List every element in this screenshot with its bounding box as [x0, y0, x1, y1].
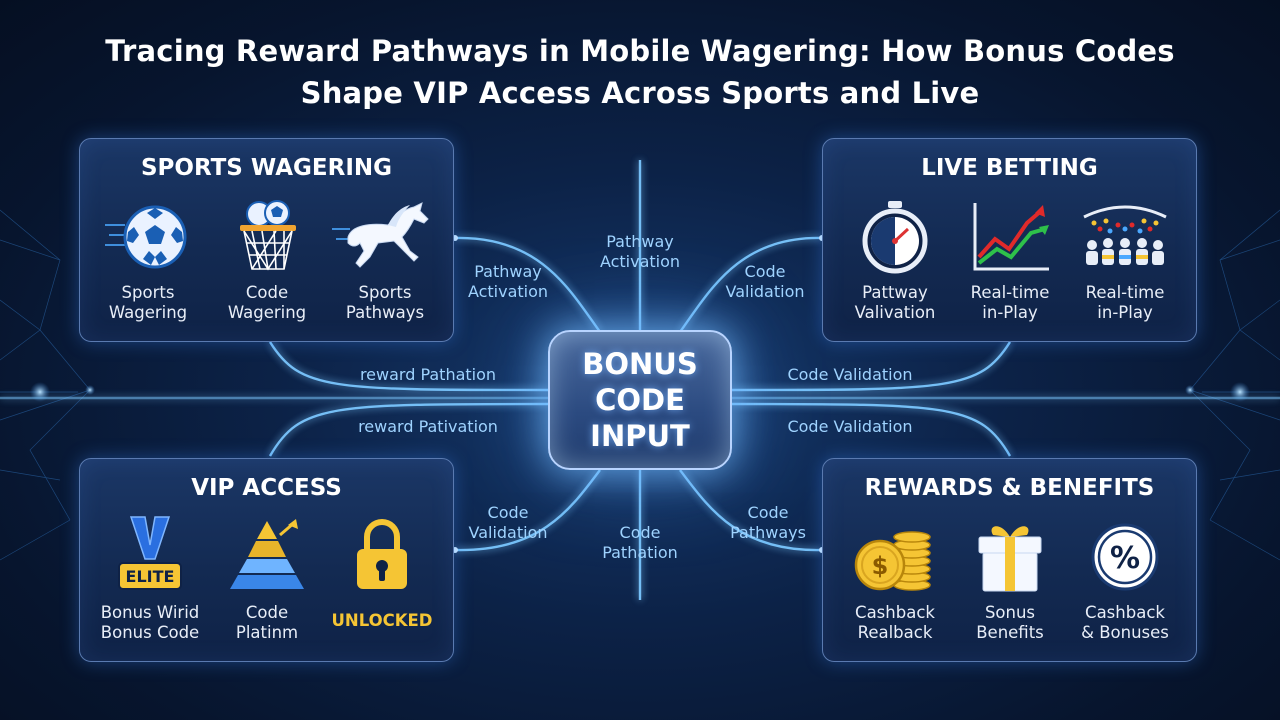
live-betting-panel: LIVE BETTING Pattway Valivation Real-tim…	[822, 138, 1197, 342]
item-label: Cashback Realback	[855, 603, 935, 642]
gift-box-icon	[978, 526, 1042, 592]
item-label: Code Wagering	[227, 283, 307, 322]
connector-label-right-mid-2: Code Validation	[787, 417, 913, 436]
connector-label-top-center: Pathway Activation	[599, 232, 681, 271]
panel-title: VIP ACCESS	[191, 475, 342, 501]
connector-label-left-bottom: Code Validation	[468, 503, 548, 542]
real-time-item-2: Real-time in-Play	[1065, 199, 1185, 323]
item-label: Real-time in-Play	[970, 283, 1050, 322]
sports-wagering-panel: SPORTS WAGERING Sports Wagering	[79, 138, 454, 342]
panel-title: SPORTS WAGERING	[140, 155, 393, 181]
item-label: UNLOCKED	[331, 611, 433, 630]
item-label: Sports Pathways	[345, 283, 425, 322]
page-title: Tracing Reward Pathways in Mobile Wageri…	[105, 34, 1175, 110]
item-label: Pattway Valivation	[854, 283, 936, 322]
pathway-validation-item: Pattway Valivation	[835, 199, 955, 323]
item-label: Real-time in-Play	[1085, 283, 1165, 322]
item-label: Bonus Wirid Bonus Code	[100, 603, 200, 642]
bonus-benefits-item: Sonus Benefits	[950, 519, 1070, 643]
stadium-crowd-icon	[1083, 205, 1167, 265]
elite-badge-text: ELITE	[126, 567, 175, 586]
real-time-item-1: Real-time in-Play	[950, 199, 1070, 323]
connector-label-right-top: Code Validation	[725, 262, 805, 301]
item-label: Code Platinm	[235, 603, 299, 642]
soccer-ball-icon	[105, 205, 187, 269]
svg-text:%: %	[1110, 541, 1140, 576]
connector-label-left-mid-2: reward Pativation	[358, 417, 498, 436]
connector-label-left-mid-1: reward Pathation	[359, 365, 497, 384]
connector-label-bottom-center: Code Pathation	[602, 523, 678, 562]
code-wagering-item: Code Wagering	[207, 199, 327, 323]
pyramid-icon	[230, 519, 304, 589]
vip-access-panel: VIP ACCESS ELITE Bonus Wirid Bonus Code …	[79, 458, 454, 662]
item-label: Sonus Benefits	[976, 603, 1044, 642]
trend-chart-icon	[973, 203, 1049, 271]
connector-label-right-bottom: Code Pathways	[730, 503, 806, 542]
bonus-code-input-hub[interactable]: BONUS CODE INPUT	[548, 330, 732, 470]
sports-pathways-item: Sports Pathways	[325, 199, 445, 323]
padlock-icon	[357, 519, 407, 589]
unlocked-item: UNLOCKED	[322, 515, 442, 631]
svg-text:$: $	[872, 552, 889, 580]
elite-badge-icon: ELITE	[118, 516, 182, 590]
percent-badge-icon: %	[1091, 523, 1159, 591]
basketball-hoop-icon	[240, 200, 296, 271]
code-platinum-item: Code Platinm	[207, 515, 327, 643]
racing-horse-icon	[332, 202, 429, 268]
rewards-benefits-panel: REWARDS & BENEFITS $ Cashback Realback S…	[822, 458, 1197, 662]
panel-title: LIVE BETTING	[921, 155, 1098, 181]
coin-stack-icon: $	[854, 531, 931, 591]
cashback-bonuses-item: % Cashback & Bonuses	[1065, 519, 1185, 643]
hub-label: BONUS CODE INPUT	[582, 347, 698, 453]
connector-label-right-mid-1: Code Validation	[787, 365, 913, 384]
stopwatch-icon	[862, 201, 928, 274]
panel-title: REWARDS & BENEFITS	[864, 475, 1155, 501]
item-label: Sports Wagering	[108, 283, 188, 322]
elite-badge-item: ELITE Bonus Wirid Bonus Code	[90, 515, 210, 643]
connector-label-left-top: Pathway Activation	[467, 262, 549, 301]
sports-wagering-item: Sports Wagering	[88, 199, 208, 323]
item-label: Cashback & Bonuses	[1081, 603, 1169, 642]
cashback-item: $ Cashback Realback	[835, 519, 955, 643]
